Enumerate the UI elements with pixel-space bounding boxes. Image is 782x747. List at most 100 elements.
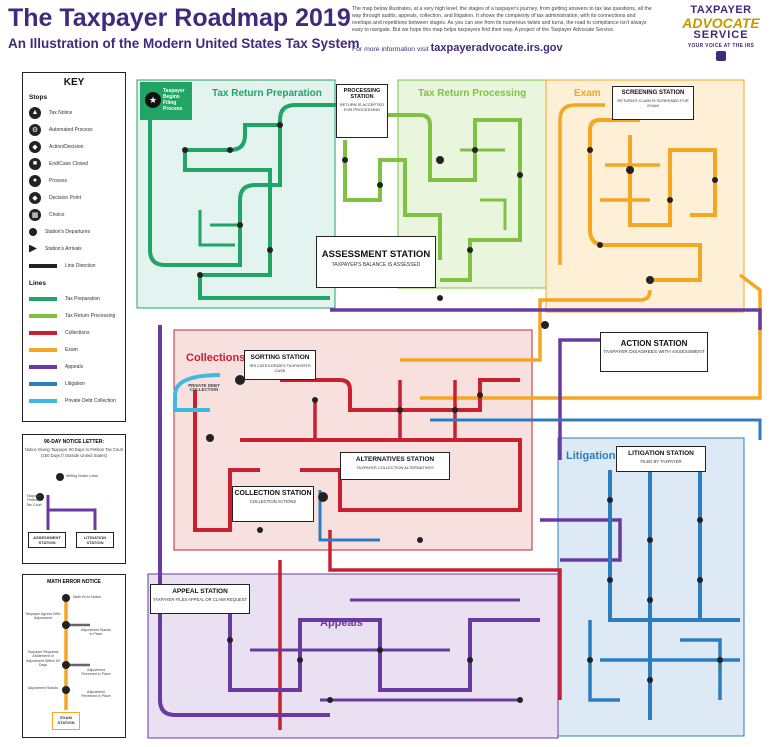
key-lines-heading: Lines: [29, 280, 46, 287]
math-stop-label-7: Adjustment Reversed in Place: [81, 690, 111, 699]
arrival-icon: [29, 244, 37, 253]
station-assessment[interactable]: ASSESSMENT STATION TAXPAYER'S BALANCE IS…: [316, 236, 436, 288]
key-stop-label: Decision Point: [49, 194, 81, 201]
line-swatch: [29, 398, 57, 403]
math-stop-label-6: Adjustment Stands: [27, 686, 59, 690]
line-tax-prep-3: [183, 150, 330, 300]
key-line-private-debt: Private Debt Collection: [29, 392, 125, 409]
key-stop-label: Process: [49, 177, 68, 184]
math-stop-4: [62, 686, 70, 694]
region-exam: [545, 79, 745, 313]
line-collections-3: [240, 438, 522, 512]
station-processing[interactable]: PROCESSING STATION RETURN IS ACCEPTED FO…: [336, 84, 388, 138]
notice-stop-1: [56, 473, 64, 481]
line-processing-3: [460, 148, 507, 230]
notice-90-box: 90-DAY NOTICE LETTER: Notice Giving Taxp…: [22, 434, 126, 564]
station-collection[interactable]: COLLECTION STATION COLLECTION ACTIONS: [232, 486, 314, 522]
seal-icon: [716, 51, 726, 61]
math-stop-label-2: Taxpayer Agrees With Adjustment: [25, 612, 61, 621]
key-line-label: Tax Preparation: [65, 295, 101, 302]
line-swatch: [29, 296, 57, 301]
line-swatch: [29, 347, 57, 352]
key-line-label: Appeals: [65, 363, 84, 370]
station-screening-desc: RETURN'S CLAIM IS SCREENED FOR EXAM: [617, 98, 689, 108]
station-appeal-name: APPEAL STATION: [172, 588, 228, 595]
more-info-label: For more information visit: [352, 46, 429, 53]
website-link[interactable]: taxpayeradvocate.irs.gov: [430, 42, 563, 54]
station-begins-label: Taxpayer Begins Filing Process: [163, 88, 185, 112]
station-litigation-desc: FILED BY TAXPAYER: [640, 459, 682, 464]
key-line-litigation: Litigation: [29, 375, 125, 392]
line-appeals-1: [158, 325, 330, 717]
math-stop-label-4: Taxpayer Requests Abatement of Adjustmen…: [26, 650, 60, 667]
departure-icon: [29, 227, 37, 236]
key-departures: Station's Departures: [29, 223, 125, 240]
station-appeal[interactable]: APPEAL STATION TAXPAYER FILES APPEAL OR …: [150, 584, 250, 614]
station-sorting[interactable]: SORTING STATION IRS CATEGORIZES TAXPAYER…: [244, 350, 316, 380]
key-stop-label: Action/Decision: [49, 143, 84, 150]
station-assessment-name: ASSESSMENT STATION: [321, 249, 431, 260]
diamond-icon: ◆: [29, 191, 41, 204]
station-sorting-name: SORTING STATION: [250, 354, 310, 361]
station-action-desc: TAXPAYER DISAGREES WITH ASSESSMENT: [603, 350, 705, 355]
region-label-litigation: Litigation: [566, 450, 616, 462]
key-stop-label: Automated Process: [49, 126, 93, 133]
more-info: For more information visit taxpayeradvoc…: [352, 42, 563, 54]
station-litigation-name: LITIGATION STATION: [628, 450, 694, 457]
notice-90-line: [46, 495, 97, 530]
station-litigation[interactable]: LITIGATION STATION FILED BY TAXPAYER: [616, 446, 706, 472]
notice-from-station: ASSESSMENT STATION: [28, 532, 66, 548]
key-line-collections: Collections: [29, 324, 125, 341]
notice-stop-2: [36, 493, 44, 501]
logo-tagline: YOUR VOICE AT THE IRS: [687, 43, 755, 49]
station-appeal-desc: TAXPAYER FILES APPEAL OR CLAIM REQUEST: [152, 597, 248, 602]
notice-from-label: ASSESSMENT STATION: [33, 535, 61, 545]
notice-to-label: LITIGATION STATION: [83, 535, 107, 545]
key-title: KEY: [63, 77, 85, 88]
key-stops-heading: Stops: [29, 94, 48, 101]
line-processing-2: [343, 140, 442, 260]
tas-logo: TAXPAYER ADVOCATE SERVICE YOUR VOICE AT …: [668, 4, 774, 61]
math-stop-2: [62, 621, 70, 629]
line-exam-2: [628, 135, 717, 227]
station-begins[interactable]: ★ Taxpayer Begins Filing Process: [140, 82, 192, 120]
key-stop-end: ■End/Case Closed: [29, 155, 125, 172]
map-stops: [182, 122, 723, 703]
math-stop-label-3: Adjustment Stands in Place: [80, 628, 112, 637]
station-processing-desc: RETURN IS ACCEPTED FOR PROCESSING: [339, 102, 385, 112]
line-exam-1: [588, 118, 702, 282]
math-error-title: MATH ERROR NOTICE: [47, 579, 101, 585]
key-direction: Line Direction: [29, 257, 125, 274]
key-arrivals: Station's Arrivals: [29, 240, 125, 257]
region-label-tax-prep: Tax Return Preparation: [212, 88, 322, 99]
line-swatch: [29, 364, 57, 369]
line-processing-1: [380, 113, 522, 282]
math-stop-label-5: Adjustment Reversed in Place: [81, 668, 111, 677]
math-destination: EXAM STATION: [52, 712, 80, 730]
diamond-icon: ◆: [29, 140, 41, 153]
key-line-processing: Tax Return Processing: [29, 307, 125, 324]
station-assessment-desc: TAXPAYER'S BALANCE IS ASSESSED: [331, 262, 421, 268]
notice-to-station: LITIGATION STATION: [76, 532, 114, 548]
key-stop-tax-notice: ▲Tax Notice: [29, 104, 125, 121]
key-stop-process: ●Process: [29, 172, 125, 189]
station-screening[interactable]: SCREENING STATION RETURN'S CLAIM IS SCRE…: [612, 86, 694, 120]
key-stop-choice: ▦Choice: [29, 206, 125, 223]
key-line-label: Tax Return Processing: [65, 312, 116, 319]
key-direction-label: Line Direction: [65, 262, 96, 269]
math-error-box: MATH ERROR NOTICE: [22, 574, 126, 738]
station-collection-name: COLLECTION STATION: [234, 490, 312, 497]
region-label-appeals: Appeals: [320, 617, 363, 629]
key-line-label: Private Debt Collection: [65, 397, 116, 404]
math-stop-label-1: Math Error Notice: [73, 595, 102, 599]
station-alternatives[interactable]: ALTERNATIVES STATION TAXPAYER COLLECTION…: [340, 452, 450, 480]
math-stop-3: [62, 661, 70, 669]
key-stop-label: Tax Notice: [49, 109, 73, 116]
station-action[interactable]: ACTION STATION TAXPAYER DISAGREES WITH A…: [600, 332, 708, 372]
station-action-name: ACTION STATION: [620, 339, 688, 348]
page-title: The Taxpayer Roadmap 2019: [8, 4, 351, 32]
line-appeals-2: [228, 600, 540, 692]
station-sorting-desc: IRS CATEGORIZES TAXPAYER'S CASE: [249, 363, 311, 373]
line-tax-prep-4: [198, 210, 240, 247]
key-line-label: Litigation: [65, 380, 86, 387]
